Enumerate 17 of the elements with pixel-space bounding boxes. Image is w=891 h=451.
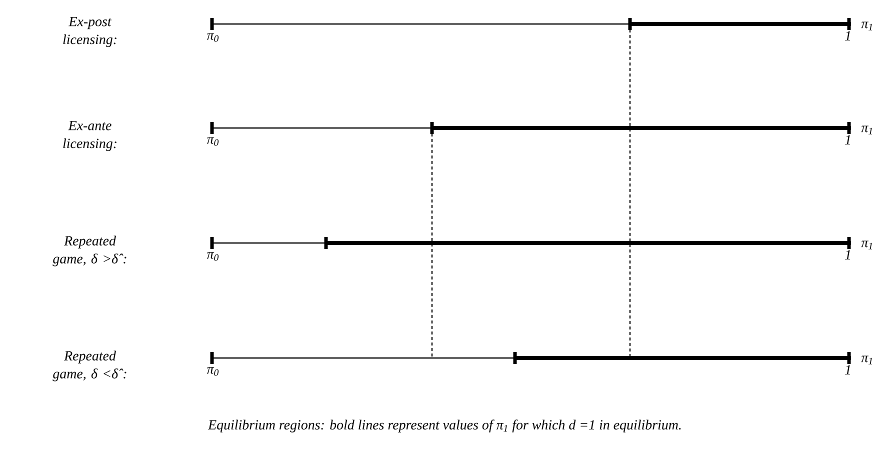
axis-label: π$_{1}$ xyxy=(861,356,872,364)
row-label: Repeated game, δ >δ̂ : xyxy=(52,236,126,266)
row-label: Ex-post licensing: xyxy=(63,16,116,47)
caption: Equilibrium regions: bold lines represent values of π$_{1}$ for which d =1 in equilibrium. xyxy=(208,420,681,432)
row-label: Repeated game, δ <δ̂ : xyxy=(52,350,126,382)
axis-label: π$_{1}$ xyxy=(861,22,872,30)
axis-label: π$_{0}$ xyxy=(206,367,219,376)
axis-label: π$_{0}$ xyxy=(206,252,219,261)
axis-label: π$_{1}$ xyxy=(861,126,872,134)
row-label: Ex-ante licensing: xyxy=(63,120,116,151)
axis-label: π$_{1}$ xyxy=(861,240,872,250)
axis-label: π$_{0}$ xyxy=(206,137,219,146)
axis-label: 1 xyxy=(845,250,850,260)
axis-label: 1 xyxy=(845,365,850,374)
axis-label: 1 xyxy=(845,135,850,144)
axis-label: π$_{0}$ xyxy=(206,33,219,42)
axis-label: 1 xyxy=(845,31,850,40)
